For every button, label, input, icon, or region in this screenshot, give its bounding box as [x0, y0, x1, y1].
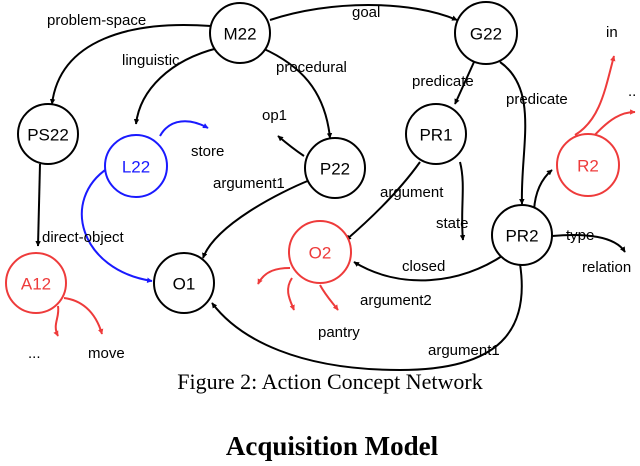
label-argument2: argument2 — [360, 292, 432, 309]
edge-l22-o1 — [81, 167, 153, 283]
label-procedural: procedural — [276, 59, 347, 76]
node-ps22-label: PS22 — [27, 126, 69, 145]
label-predicate-1: predicate — [412, 73, 474, 90]
edge-o2-down1 — [287, 277, 295, 311]
label-argument: argument — [380, 184, 444, 201]
edge-pr1-closed — [459, 161, 466, 241]
node-p22-label: P22 — [320, 160, 350, 179]
label-type: type — [566, 227, 594, 244]
node-a12-label: A12 — [21, 275, 51, 294]
label-store: store — [191, 143, 224, 160]
node-a12: A12 — [5, 252, 67, 314]
node-pr1-label: PR1 — [419, 126, 452, 145]
node-pr1: PR1 — [405, 103, 467, 165]
node-pr2: PR2 — [491, 204, 553, 266]
label-pantry: pantry — [318, 324, 360, 341]
node-g22-label: G22 — [470, 25, 502, 44]
edge-m22-ps22 — [49, 24, 212, 105]
label-argument1-pr2: argument1 — [428, 342, 500, 359]
edge-pr2-r2 — [533, 169, 553, 211]
edge-o2-down2 — [319, 284, 339, 311]
label-predicate-2: predicate — [506, 91, 568, 108]
edge-o2-left — [257, 267, 291, 285]
node-ps22: PS22 — [17, 103, 79, 165]
edge-m22-p22 — [261, 47, 333, 139]
edge-p22-op1 — [277, 135, 305, 157]
label-ellipsis-r2: .. — [628, 83, 636, 100]
label-problem-space: problem-space — [47, 12, 146, 29]
edge-pr2-o1 — [211, 263, 523, 372]
edge-r2-in — [574, 55, 616, 136]
edge-r2-more — [591, 109, 636, 139]
node-o1-label: O1 — [173, 275, 196, 294]
label-linguistic: linguistic — [122, 52, 180, 69]
label-op1: op1 — [262, 107, 287, 124]
node-g22: G22 — [454, 1, 518, 65]
node-r2: R2 — [556, 133, 620, 197]
edge-l22-store — [159, 120, 209, 137]
node-p22: P22 — [304, 137, 366, 199]
edge-g22-pr2 — [499, 61, 527, 205]
node-r2-label: R2 — [577, 157, 599, 176]
edge-a12-move — [63, 297, 104, 335]
section-heading: Acquisition Model — [226, 431, 439, 461]
label-move: move — [88, 345, 125, 362]
node-l22-label: L22 — [122, 158, 150, 177]
label-state: state — [436, 215, 469, 232]
edge-ps22-a12 — [35, 163, 41, 247]
node-o2-label: O2 — [309, 244, 332, 263]
edge-m22-g22 — [269, 4, 458, 21]
label-closed: closed — [402, 258, 445, 275]
node-pr2-label: PR2 — [505, 227, 538, 246]
edge-pr1-o2 — [345, 161, 421, 241]
figure-caption: Figure 2: Action Concept Network — [177, 369, 483, 394]
node-o2: O2 — [288, 220, 352, 284]
node-l22: L22 — [104, 134, 168, 198]
node-m22-label: M22 — [223, 25, 256, 44]
label-relation: relation — [582, 259, 631, 276]
edge-pr2-o2 — [353, 253, 506, 282]
label-direct-object: direct-object — [42, 229, 125, 246]
label-goal: goal — [352, 4, 380, 21]
node-o1: O1 — [153, 252, 215, 314]
edge-a12-ellipsis — [53, 305, 60, 337]
edge-p22-o1 — [202, 179, 311, 259]
label-in: in — [606, 24, 618, 41]
edge-g22-pr1 — [454, 61, 475, 105]
edge-pr2-relation — [551, 233, 626, 253]
label-ellipsis-a12: ... — [28, 345, 41, 362]
node-m22: M22 — [209, 2, 271, 64]
label-argument1-p22: argument1 — [213, 175, 285, 192]
edge-m22-l22 — [133, 47, 219, 125]
